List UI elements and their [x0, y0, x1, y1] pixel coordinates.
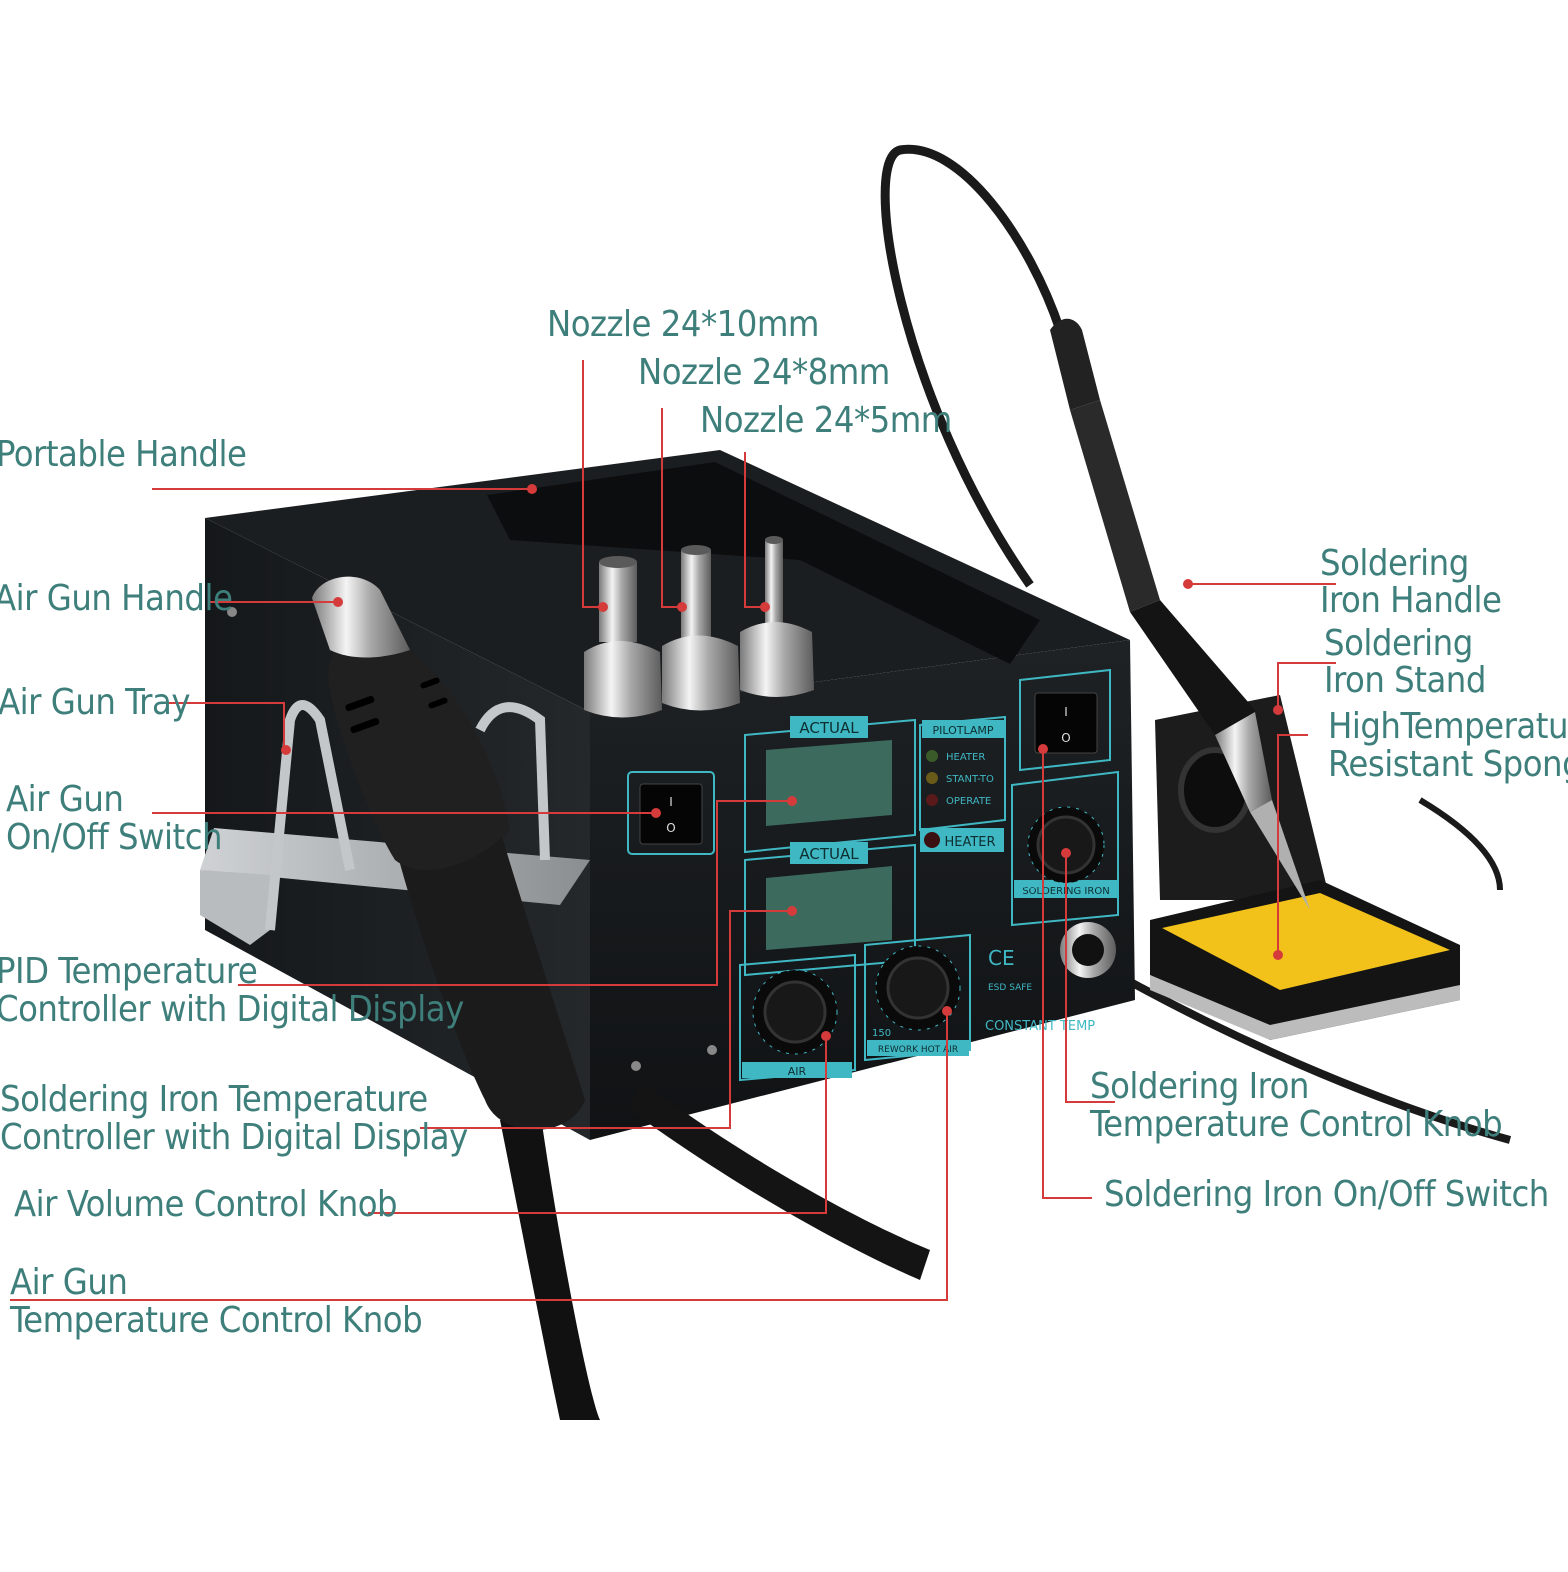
station-top — [205, 450, 1130, 712]
label-air-gun-switch-1: Air Gun — [6, 779, 124, 820]
operate-lamp-icon — [926, 794, 938, 806]
label-iron-temp-knob-1: Soldering Iron — [1090, 1066, 1309, 1107]
pilotlamp-label: PILOTLAMP — [932, 724, 993, 737]
standby-lamp-label: STANT-TO — [946, 774, 994, 785]
portable-handle — [487, 462, 1040, 664]
air-label: AIR — [788, 1065, 807, 1078]
actual-label-1: ACTUAL — [799, 719, 859, 737]
nozzle-24x10 — [584, 556, 662, 718]
heater-button-icon — [924, 832, 940, 848]
heater-lamp-icon — [926, 750, 938, 762]
label-pid-controller-2: Controller with Digital Display — [0, 989, 464, 1030]
svg-text:I: I — [1064, 705, 1068, 719]
standby-lamp-icon — [926, 772, 938, 784]
scale-150: 150 — [872, 1028, 891, 1039]
pid-display — [766, 740, 892, 826]
label-portable-handle: Portable Handle — [0, 434, 247, 475]
air-gun — [312, 576, 930, 1420]
air-volume-knob[interactable] — [752, 969, 838, 1055]
label-air-gun-temp-knob-1: Air Gun — [10, 1262, 128, 1303]
label-air-gun-tray: Air Gun Tray — [0, 682, 190, 723]
esd-mark: ESD SAFE — [988, 983, 1032, 993]
iron-cable — [880, 144, 1065, 588]
leader-lines — [10, 360, 1336, 1301]
sponge — [1162, 893, 1450, 990]
label-iron-stand-2: Iron Stand — [1324, 660, 1486, 701]
iron-display — [766, 866, 892, 950]
label-pid-controller-1: PID Temperature — [0, 951, 258, 992]
label-nozzle-24x10: Nozzle 24*10mm — [547, 304, 819, 345]
label-air-gun-handle: Air Gun Handle — [0, 578, 233, 619]
label-iron-controller-1: Soldering Iron Temperature — [0, 1079, 428, 1120]
iron-cable-lower — [1098, 961, 1512, 1144]
label-iron-handle-1: Soldering — [1320, 543, 1469, 584]
soldering-iron-switch[interactable]: I O — [1034, 692, 1098, 754]
label-sponge-1: HighTemperature — [1328, 706, 1568, 747]
label-nozzle-24x5: Nozzle 24*5mm — [700, 400, 952, 441]
air-gun-temp-knob[interactable] — [875, 945, 961, 1031]
ce-mark: CE — [988, 946, 1015, 970]
label-sponge-2: Resistant Sponge — [1328, 744, 1568, 785]
constant-temp-label: CONSTANT TEMP — [985, 1019, 1095, 1034]
svg-text:O: O — [1061, 731, 1070, 745]
svg-text:O: O — [666, 821, 675, 835]
soldering-iron — [1050, 318, 1310, 910]
svg-text:I: I — [669, 795, 673, 809]
label-iron-temp-knob-2: Temperature Control Knob — [1090, 1104, 1503, 1145]
heater-lamp-label: HEATER — [946, 752, 985, 763]
operate-lamp-label: OPERATE — [946, 796, 991, 807]
label-air-gun-switch-2: On/Off Switch — [6, 817, 223, 858]
label-nozzle-24x8: Nozzle 24*8mm — [638, 352, 890, 393]
label-iron-switch: Soldering Iron On/Off Switch — [1104, 1174, 1549, 1215]
iron-temp-knob[interactable] — [1027, 806, 1105, 884]
rework-label: REWORK HOT AIR — [878, 1045, 958, 1055]
label-iron-handle-2: Iron Handle — [1320, 580, 1502, 621]
actual-label-2: ACTUAL — [799, 845, 859, 863]
heater-button-label: HEATER — [944, 835, 995, 850]
scale-200: 200 — [1018, 883, 1035, 893]
nozzle-24x8 — [662, 545, 740, 711]
label-air-gun-temp-knob-2: Temperature Control Knob — [10, 1300, 423, 1341]
label-air-volume-knob: Air Volume Control Knob — [14, 1184, 398, 1225]
label-iron-stand-1: Soldering — [1324, 623, 1473, 664]
label-iron-controller-2: Controller with Digital Display — [0, 1117, 468, 1158]
leader-dots — [281, 484, 1283, 1041]
